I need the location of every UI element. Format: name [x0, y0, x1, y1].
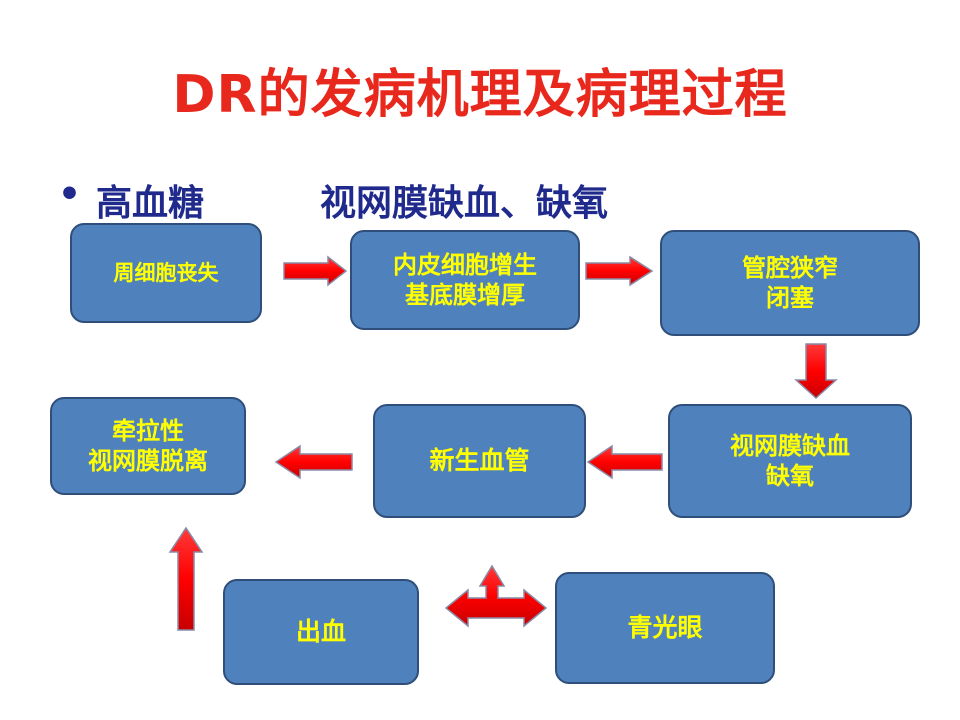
- arrow-right-1: [283, 255, 348, 287]
- slide-title: DR的发病机理及病理过程: [172, 65, 788, 125]
- box-hemorrhage-line1: 出血: [295, 617, 346, 647]
- box-endothelial-line1: 内皮细胞增生: [393, 251, 537, 279]
- box-endothelial-proliferation: 内皮细胞增生 基底膜增厚: [350, 230, 580, 330]
- box-detachment-line1: 牵拉性: [112, 417, 184, 445]
- bullet-hyperglycemia: 高血糖: [96, 183, 205, 224]
- box-pericyte-loss-line1: 周细胞丧失: [113, 260, 219, 285]
- bullet-retinal-ischemia: 视网膜缺血、缺氧: [320, 183, 609, 224]
- box-pericyte-loss: 周细胞丧失: [70, 223, 262, 323]
- box-neovascular-line1: 新生血管: [429, 446, 530, 476]
- arrow-three-way: [444, 564, 548, 628]
- box-neovascularization: 新生血管: [373, 404, 586, 518]
- box-lumen-narrowing: 管腔狭窄 闭塞: [660, 230, 920, 336]
- box-glaucoma: 青光眼: [555, 572, 775, 684]
- arrow-left-1: [586, 444, 663, 480]
- bullet-marker: •: [58, 174, 82, 215]
- box-hemorrhage: 出血: [223, 579, 419, 685]
- arrow-right-2: [585, 255, 654, 287]
- arrow-left-2: [274, 444, 353, 480]
- box-ischemia-line1: 视网膜缺血: [730, 432, 850, 460]
- box-ischemia-line2: 缺氧: [766, 462, 814, 490]
- box-glaucoma-line1: 青光眼: [627, 613, 703, 643]
- box-traction-detachment: 牵拉性 视网膜脱离: [50, 397, 246, 495]
- box-lumen-line1: 管腔狭窄: [742, 254, 838, 282]
- box-lumen-line2: 闭塞: [766, 284, 814, 312]
- box-endothelial-line2: 基底膜增厚: [405, 281, 525, 309]
- arrow-down: [794, 343, 838, 400]
- box-detachment-line2: 视网膜脱离: [88, 447, 208, 475]
- box-retinal-ischemia: 视网膜缺血 缺氧: [668, 404, 912, 518]
- arrow-up: [168, 526, 204, 631]
